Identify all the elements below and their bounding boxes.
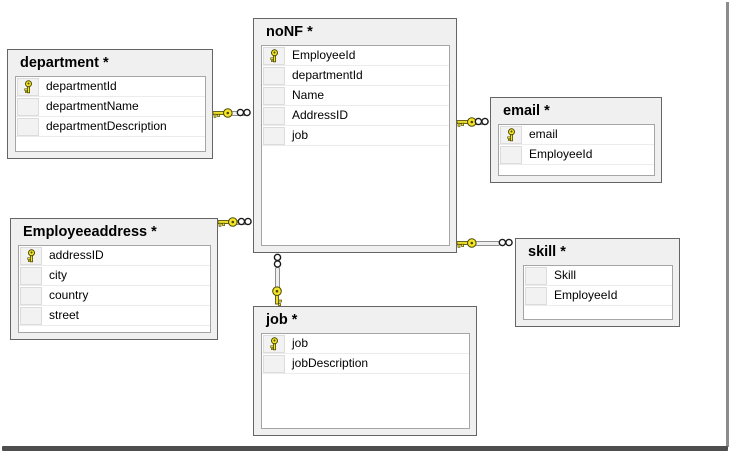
- row-selector[interactable]: [263, 335, 285, 353]
- column-name: street: [49, 308, 80, 322]
- row-selector[interactable]: [500, 126, 522, 144]
- window-shadow-bottom: [2, 446, 728, 451]
- row-selector[interactable]: [17, 98, 39, 116]
- column-name: departmentDescription: [46, 119, 167, 133]
- column-name: city: [49, 268, 67, 282]
- primary-key-icon: [269, 337, 278, 351]
- column-name: EmployeeId: [292, 48, 356, 62]
- column-name: departmentId: [292, 68, 363, 82]
- row-selector[interactable]: [263, 87, 285, 105]
- column-name: email: [529, 127, 558, 141]
- column-row[interactable]: EmployeeId: [499, 145, 654, 165]
- primary-key-icon: [23, 80, 32, 94]
- one-side-key-icon: [217, 217, 238, 227]
- column-row[interactable]: EmployeeId: [524, 286, 672, 306]
- column-row[interactable]: job: [262, 334, 469, 354]
- column-name: jobDescription: [292, 356, 369, 370]
- table-columns-grid: departmentId departmentName departmentDesc…: [15, 76, 206, 152]
- table-columns-grid: job jobDescription: [261, 333, 470, 429]
- one-side-key-icon: [456, 238, 477, 248]
- table-title: department *: [20, 55, 109, 71]
- row-selector[interactable]: [20, 247, 42, 265]
- column-row[interactable]: jobDescription: [262, 354, 469, 374]
- column-row[interactable]: street: [19, 306, 210, 326]
- row-selector[interactable]: [525, 287, 547, 305]
- primary-key-icon: [26, 249, 35, 263]
- row-selector[interactable]: [263, 67, 285, 85]
- many-side-infinity-icon: [498, 238, 513, 247]
- column-row[interactable]: departmentDescription: [16, 117, 205, 137]
- relationship-line: [475, 241, 500, 246]
- many-side-infinity-icon: [474, 117, 489, 126]
- table-title: job *: [266, 312, 298, 328]
- table-title: email *: [503, 103, 550, 119]
- column-row[interactable]: job: [262, 126, 449, 146]
- table-title: Employeeaddress *: [23, 224, 157, 240]
- window-shadow-right: [726, 2, 729, 447]
- table-title: skill *: [528, 244, 566, 260]
- row-selector[interactable]: [263, 47, 285, 65]
- column-name: country: [49, 288, 89, 302]
- column-row[interactable]: Name: [262, 86, 449, 106]
- column-name: EmployeeId: [529, 147, 593, 161]
- one-side-key-icon: [272, 286, 282, 306]
- column-name: Skill: [554, 268, 577, 282]
- column-name: EmployeeId: [554, 288, 618, 302]
- row-selector[interactable]: [17, 78, 39, 96]
- column-name: job: [292, 128, 309, 142]
- column-name: AddressID: [292, 108, 349, 122]
- row-selector[interactable]: [263, 355, 285, 373]
- table-job[interactable]: job * job jobDescription: [253, 306, 477, 436]
- row-selector[interactable]: [500, 146, 522, 164]
- column-row[interactable]: email: [499, 125, 654, 145]
- column-row[interactable]: addressID: [19, 246, 210, 266]
- table-employeeaddress[interactable]: Employeeaddress * addressID city country st…: [10, 218, 218, 340]
- row-selector[interactable]: [263, 127, 285, 145]
- row-selector[interactable]: [525, 267, 547, 285]
- column-row[interactable]: AddressID: [262, 106, 449, 126]
- column-row[interactable]: Skill: [524, 266, 672, 286]
- column-name: Name: [292, 88, 325, 102]
- row-selector[interactable]: [263, 107, 285, 125]
- many-side-infinity-icon: [273, 253, 282, 268]
- column-name: departmentId: [46, 79, 117, 93]
- column-name: job: [292, 336, 309, 350]
- column-row[interactable]: country: [19, 286, 210, 306]
- row-selector[interactable]: [20, 307, 42, 325]
- column-name: addressID: [49, 248, 104, 262]
- one-side-key-icon: [456, 117, 477, 127]
- column-name: departmentName: [46, 99, 139, 113]
- primary-key-icon: [269, 49, 278, 63]
- one-side-key-icon: [212, 108, 233, 118]
- row-selector[interactable]: [17, 118, 39, 136]
- column-row[interactable]: departmentId: [16, 77, 205, 97]
- column-row[interactable]: city: [19, 266, 210, 286]
- many-side-infinity-icon: [236, 108, 251, 117]
- row-selector[interactable]: [20, 287, 42, 305]
- row-selector[interactable]: [20, 267, 42, 285]
- column-row[interactable]: departmentId: [262, 66, 449, 86]
- primary-key-icon: [506, 128, 515, 142]
- many-side-infinity-icon: [237, 217, 252, 226]
- table-title: noNF *: [266, 24, 313, 40]
- table-columns-grid: addressID city country street: [18, 245, 211, 333]
- column-row[interactable]: EmployeeId: [262, 46, 449, 66]
- column-row[interactable]: departmentName: [16, 97, 205, 117]
